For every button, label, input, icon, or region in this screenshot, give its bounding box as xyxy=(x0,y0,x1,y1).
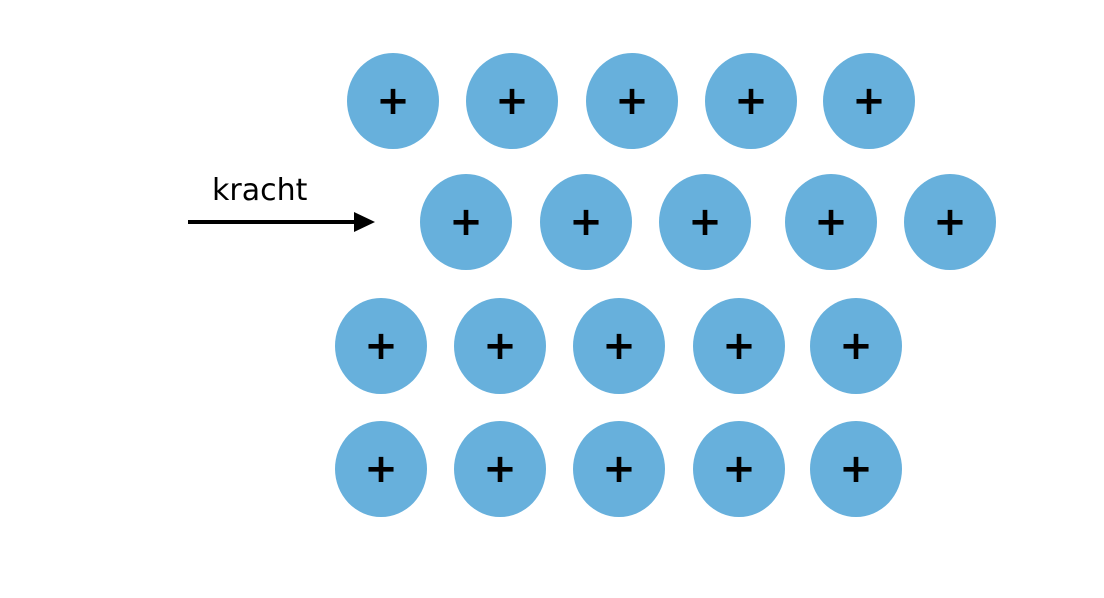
ion-charge-plus: + xyxy=(483,446,517,492)
positive-ion: + xyxy=(904,174,996,270)
ion-circle xyxy=(540,174,632,270)
ion-circle xyxy=(823,53,915,149)
ion-row-4: + + + + + xyxy=(335,421,902,517)
ion-circle xyxy=(693,421,785,517)
ion-circle xyxy=(904,174,996,270)
ion-charge-plus: + xyxy=(364,323,398,369)
positive-ion: + xyxy=(540,174,632,270)
positive-ion: + xyxy=(573,421,665,517)
positive-ion: + xyxy=(810,421,902,517)
ion-charge-plus: + xyxy=(602,323,636,369)
positive-ion: + xyxy=(705,53,797,149)
positive-ion: + xyxy=(693,298,785,394)
ion-charge-plus: + xyxy=(602,446,636,492)
ion-charge-plus: + xyxy=(495,78,529,124)
ion-circle xyxy=(347,53,439,149)
ion-charge-plus: + xyxy=(814,199,848,245)
ion-charge-plus: + xyxy=(852,78,886,124)
ion-charge-plus: + xyxy=(364,446,398,492)
ion-charge-plus: + xyxy=(376,78,410,124)
ion-charge-plus: + xyxy=(615,78,649,124)
positive-ion: + xyxy=(693,421,785,517)
ion-row-2-displaced: + + + + + xyxy=(420,174,996,270)
positive-ion: + xyxy=(573,298,665,394)
ion-charge-plus: + xyxy=(839,323,873,369)
ion-charge-plus: + xyxy=(688,199,722,245)
ion-charge-plus: + xyxy=(734,78,768,124)
ion-circle xyxy=(466,53,558,149)
positive-ion: + xyxy=(659,174,751,270)
positive-ion: + xyxy=(454,298,546,394)
ion-circle xyxy=(659,174,751,270)
ion-charge-plus: + xyxy=(569,199,603,245)
ion-circle xyxy=(335,421,427,517)
ion-charge-plus: + xyxy=(722,446,756,492)
ion-circle xyxy=(454,421,546,517)
positive-ion: + xyxy=(823,53,915,149)
ion-circle xyxy=(573,298,665,394)
force-arrow xyxy=(188,212,375,232)
ion-charge-plus: + xyxy=(933,199,967,245)
positive-ion: + xyxy=(785,174,877,270)
ion-circle xyxy=(810,298,902,394)
positive-ion: + xyxy=(420,174,512,270)
ion-circle xyxy=(573,421,665,517)
ion-circle xyxy=(335,298,427,394)
positive-ion: + xyxy=(586,53,678,149)
ion-circle xyxy=(420,174,512,270)
ion-lattice: + + + + + + + + + + + + + + + + + + + + xyxy=(335,53,996,517)
force-arrow-head xyxy=(354,212,375,232)
ion-circle xyxy=(785,174,877,270)
positive-ion: + xyxy=(810,298,902,394)
ion-circle xyxy=(693,298,785,394)
ion-circle xyxy=(810,421,902,517)
ion-charge-plus: + xyxy=(839,446,873,492)
ion-circle xyxy=(705,53,797,149)
ion-charge-plus: + xyxy=(449,199,483,245)
force-label: kracht xyxy=(212,173,308,208)
ion-circle xyxy=(586,53,678,149)
ion-row-3: + + + + + xyxy=(335,298,902,394)
ion-charge-plus: + xyxy=(483,323,517,369)
positive-ion: + xyxy=(466,53,558,149)
positive-ion: + xyxy=(454,421,546,517)
ion-charge-plus: + xyxy=(722,323,756,369)
positive-ion: + xyxy=(335,298,427,394)
ion-row-1: + + + + + xyxy=(347,53,915,149)
ion-circle xyxy=(454,298,546,394)
positive-ion: + xyxy=(335,421,427,517)
positive-ion: + xyxy=(347,53,439,149)
